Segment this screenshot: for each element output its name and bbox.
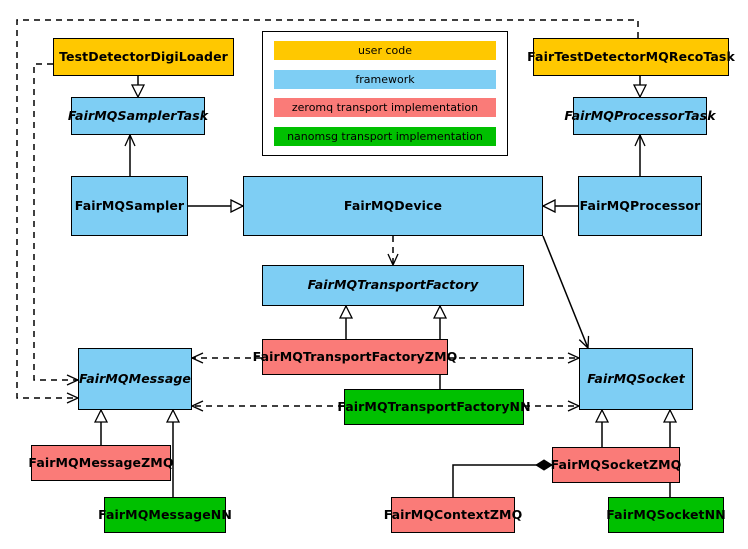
class-node-testdetectordigiloader[interactable]: TestDetectorDigiLoader	[53, 38, 234, 76]
legend-label-nanomsg: nanomsg transport implementation	[287, 130, 483, 144]
class-node-fairmqmessage[interactable]: FairMQMessage	[78, 348, 192, 410]
class-node-fairmqsocketzmq[interactable]: FairMQSocketZMQ	[551, 447, 681, 483]
class-node-fairmqmessagenn[interactable]: FairMQMessageNN	[98, 497, 232, 533]
class-node-fairmqsocketnn[interactable]: FairMQSocketNN	[606, 497, 726, 533]
edge-device-socket	[542, 235, 588, 348]
legend-item-framework: framework	[274, 69, 496, 89]
class-node-fairmqdevice[interactable]: FairMQDevice	[243, 176, 543, 236]
class-node-fairmqtransportfactorynn[interactable]: FairMQTransportFactoryNN	[337, 389, 531, 425]
legend-item-nanomsg: nanomsg transport implementation	[274, 127, 496, 147]
class-node-fairmqsampler[interactable]: FairMQSampler	[71, 176, 188, 236]
legend-label-zeromq: zeromq transport implementation	[291, 101, 479, 115]
legend-item-zeromq: zeromq transport implementation	[274, 98, 496, 118]
class-node-fairmqtransportfactoryzmq[interactable]: FairMQTransportFactoryZMQ	[253, 339, 457, 375]
legend-item-user-code: user code	[274, 40, 496, 60]
class-node-fairmqsamplertask[interactable]: FairMQSamplerTask	[68, 97, 208, 135]
legend: user code framework zeromq transport imp…	[262, 31, 508, 156]
class-node-fairtestdetectormqrecotask[interactable]: FairTestDetectorMQRecoTask	[527, 38, 735, 76]
class-node-fairmqmessagezmq[interactable]: FairMQMessageZMQ	[28, 445, 173, 481]
edge-contextzmq-socketzmq	[452, 459, 553, 497]
legend-label-user-code: user code	[357, 43, 413, 57]
class-node-fairmqprocessortask[interactable]: FairMQProcessorTask	[564, 97, 716, 135]
class-node-fairmqsocket[interactable]: FairMQSocket	[579, 348, 693, 410]
class-node-fairmqcontextzmq[interactable]: FairMQContextZMQ	[384, 497, 522, 533]
class-node-fairmqprocessor[interactable]: FairMQProcessor	[578, 176, 702, 236]
class-node-fairmqtransportfactory[interactable]: FairMQTransportFactory	[262, 265, 524, 306]
legend-label-framework: framework	[355, 72, 415, 86]
